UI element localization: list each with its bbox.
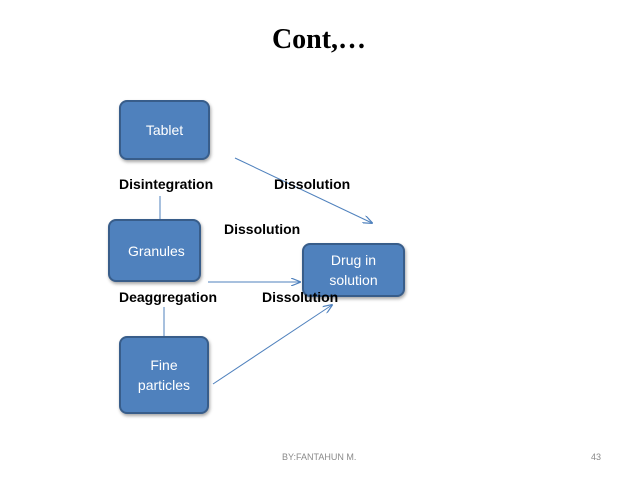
arrow-fine-to-drug <box>212 305 332 385</box>
node-tablet: Tablet <box>119 100 210 160</box>
node-fine-label: Fine particles <box>138 355 190 395</box>
node-drug-line1: Drug in <box>330 252 377 268</box>
label-dissolution-mid: Dissolution <box>224 221 301 237</box>
node-fine-line2: particles <box>137 377 191 393</box>
node-drug-line2: solution <box>329 272 378 288</box>
node-granules: Granules <box>108 219 201 282</box>
arrow-tablet-to-drug <box>234 157 372 223</box>
node-drug-label: Drug in solution <box>329 250 377 290</box>
page-number: 43 <box>591 452 602 462</box>
node-drug-in-solution: Drug in solution <box>302 243 405 297</box>
node-fine-particles: Fine particles <box>119 336 209 414</box>
label-deaggregation: Deaggregation <box>119 289 218 305</box>
node-fine-line1: Fine <box>150 357 178 373</box>
label-disintegration: Disintegration <box>119 176 214 192</box>
slide-title: Cont,… <box>271 24 367 55</box>
label-dissolution-bottom: Dissolution <box>262 289 339 305</box>
node-tablet-label: Tablet <box>145 122 184 138</box>
footer-author: BY:FANTAHUN M. <box>282 452 357 462</box>
label-dissolution-top: Dissolution <box>274 176 351 192</box>
node-granules-label: Granules <box>128 242 185 259</box>
